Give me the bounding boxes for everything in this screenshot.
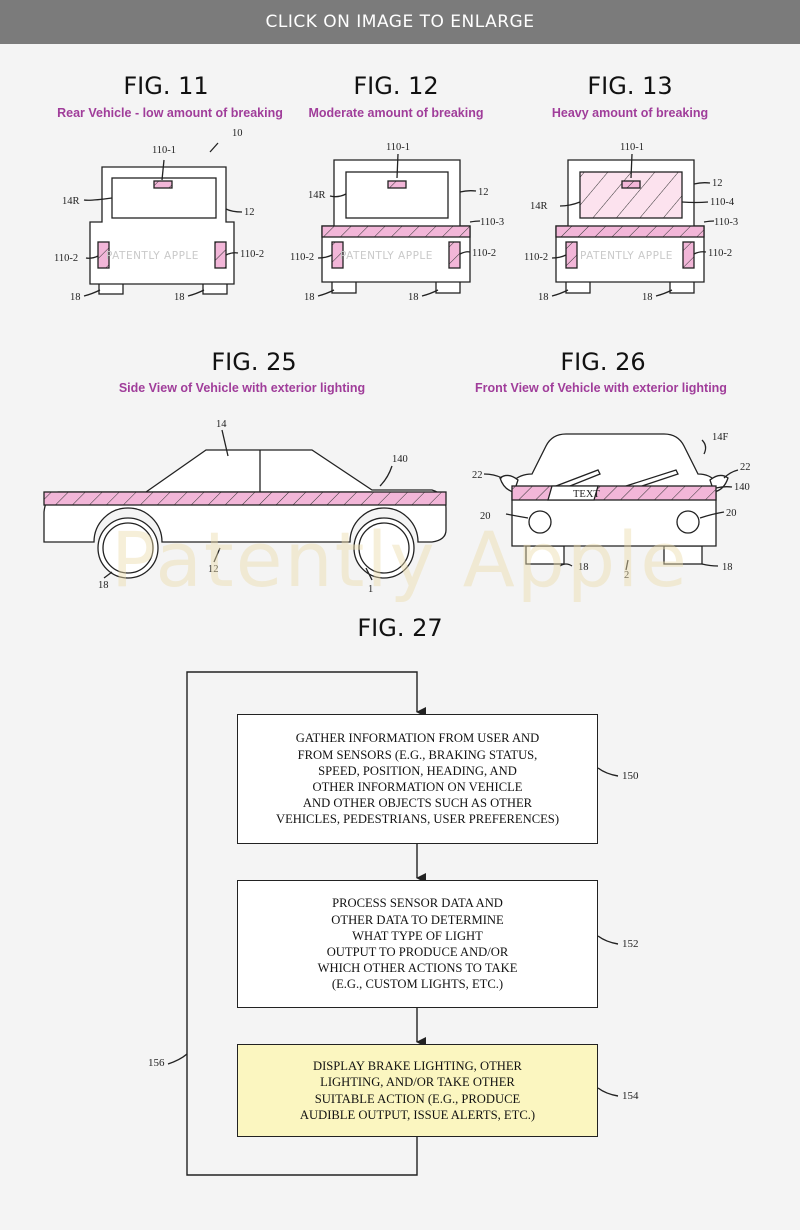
fig11-ref-110-2-right: 110-2	[240, 249, 264, 260]
fig11-ref-110-1: 110-1	[152, 145, 176, 156]
fig25-ref-1: 1	[368, 584, 373, 595]
fig11-ref-18-right: 18	[174, 292, 185, 303]
fig26-title: FIG. 26	[560, 348, 646, 376]
fig13-ref-110-3: 110-3	[714, 217, 738, 228]
fig13-ref-110-2-right: 110-2	[708, 248, 732, 259]
flow-step-150: GATHER INFORMATION FROM USER AND FROM SE…	[237, 714, 598, 844]
flow-step-154: DISPLAY BRAKE LIGHTING, OTHER LIGHTING, …	[237, 1044, 598, 1137]
fig26-ref-14F: 14F	[712, 432, 729, 443]
fig13-ref-18-right: 18	[642, 292, 653, 303]
fig12-subtitle: Moderate amount of breaking	[308, 106, 484, 120]
fig12-ref-110-3: 110-3	[480, 217, 504, 228]
fig26-ref-22-left: 22	[472, 470, 483, 481]
flow-ref-150: 150	[622, 770, 639, 782]
fig13-ref-110-4: 110-4	[710, 197, 735, 208]
fig12-ref-14R: 14R	[308, 190, 326, 201]
flow-ref-154: 154	[622, 1090, 639, 1102]
fig12-ref-18-left: 18	[304, 292, 315, 303]
fig11-ref-10: 10	[232, 128, 243, 139]
fig26-ref-22-right: 22	[740, 462, 751, 473]
fig12-ref-18-right: 18	[408, 292, 419, 303]
svg-text:PATENTLY APPLE: PATENTLY APPLE	[580, 250, 673, 262]
fig11-ref-110-2-left: 110-2	[54, 253, 78, 264]
fig12-ref-110-1: 110-1	[386, 142, 410, 153]
fig25-subtitle: Side View of Vehicle with exterior light…	[118, 381, 366, 395]
watermark-small: PATENTLY APPLE	[106, 250, 199, 262]
fig12-ref-110-2-left: 110-2	[290, 252, 314, 263]
fig26-ref-20-right: 20	[726, 508, 737, 519]
fig26-strip-text: TEXT	[573, 489, 600, 500]
fig13-subtitle: Heavy amount of breaking	[551, 106, 709, 120]
fig27-title: FIG. 27	[357, 614, 443, 642]
fig12-title: FIG. 12	[353, 72, 439, 100]
fig11-drawing	[83, 142, 243, 297]
fig12-ref-12: 12	[478, 187, 489, 198]
fig12-ref-110-2-right: 110-2	[472, 248, 496, 259]
fig25-ref-140: 140	[392, 454, 408, 465]
fig13-title: FIG. 13	[587, 72, 673, 100]
fig25-ref-18: 18	[98, 580, 109, 591]
fig11-ref-18-left: 18	[70, 292, 81, 303]
flow-step-150-text: GATHER INFORMATION FROM USER AND FROM SE…	[275, 731, 560, 827]
flow-step-154-text: DISPLAY BRAKE LIGHTING, OTHER LIGHTING, …	[299, 1059, 536, 1122]
fig13-drawing	[551, 153, 715, 297]
flow-step-152: PROCESS SENSOR DATA AND OTHER DATA TO DE…	[237, 880, 598, 1008]
fig11-ref-12: 12	[244, 207, 255, 218]
fig26-ref-140: 140	[734, 482, 750, 493]
fig11-title: FIG. 11	[123, 72, 209, 100]
fig12-drawing	[317, 153, 481, 297]
fig26-ref-2: 2	[624, 570, 629, 581]
fig25-drawing	[43, 429, 447, 581]
fig26-ref-18-right: 18	[722, 562, 733, 573]
flow-ref-156: 156	[148, 1057, 165, 1069]
fig26-drawing	[483, 433, 739, 571]
fig11-subtitle: Rear Vehicle - low amount of breaking	[57, 106, 283, 120]
fig26-ref-18-left: 18	[578, 562, 589, 573]
vehicle-figures: PATENTLY APPLE 110-1 10 14R 12 110-2 110…	[43, 128, 751, 595]
fig26-subtitle: Front View of Vehicle with exterior ligh…	[475, 381, 727, 395]
fig13-ref-110-2-left: 110-2	[524, 252, 548, 263]
fig13-ref-14R: 14R	[530, 201, 548, 212]
fig25-title: FIG. 25	[211, 348, 297, 376]
fig11-ref-14R: 14R	[62, 196, 80, 207]
fig26-ref-20-left: 20	[480, 511, 491, 522]
flow-step-152-text: PROCESS SENSOR DATA AND OTHER DATA TO DE…	[317, 896, 518, 992]
svg-text:PATENTLY APPLE: PATENTLY APPLE	[340, 250, 433, 262]
fig25-ref-12: 12	[208, 564, 219, 575]
enlarge-banner[interactable]: CLICK ON IMAGE TO ENLARGE	[0, 0, 800, 44]
fig25-ref-14: 14	[216, 419, 227, 430]
fig13-ref-110-1: 110-1	[620, 142, 644, 153]
flow-ref-152: 152	[622, 938, 639, 950]
fig13-ref-18-left: 18	[538, 292, 549, 303]
fig13-ref-12: 12	[712, 178, 723, 189]
